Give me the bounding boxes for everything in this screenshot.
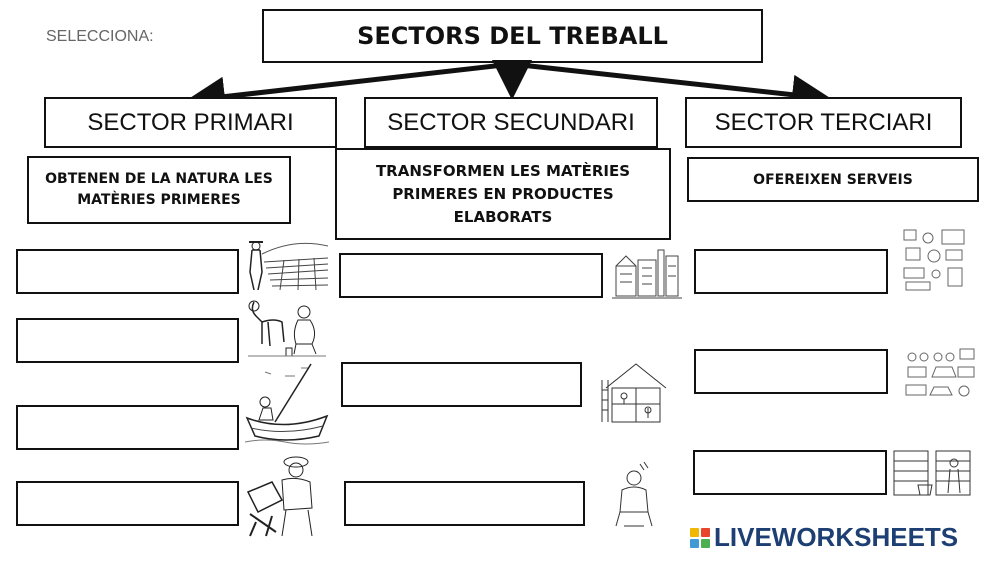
arrow-terciari [512, 64, 822, 98]
answer-box-primari-2[interactable] [16, 318, 239, 363]
answer-box-terciari-3[interactable] [693, 450, 887, 495]
factory-icon [612, 246, 682, 302]
answer-box-secundari-1[interactable] [339, 253, 603, 298]
sector-terciari-description: OFEREIXEN SERVEIS [687, 157, 979, 202]
sector-primari-box: SECTOR PRIMARI [44, 97, 337, 148]
answer-box-primari-3[interactable] [16, 405, 239, 450]
sector-primari-description: OBTENEN DE LA NATURA LES MATÈRIES PRIMER… [27, 156, 291, 224]
sector-secundari-label: SECTOR SECUNDARI [387, 109, 635, 137]
answer-box-primari-1[interactable] [16, 249, 239, 294]
construction-house-icon [600, 360, 672, 426]
services-collage-icon [900, 226, 968, 294]
arrow-primari [195, 64, 512, 100]
miner-icon [246, 452, 324, 538]
farmer-field-icon [244, 232, 328, 290]
answer-box-terciari-1[interactable] [694, 249, 888, 294]
milking-cow-icon [248, 292, 326, 358]
sector-terciari-label: SECTOR TERCIARI [715, 109, 933, 137]
supermarket-icon [892, 447, 974, 501]
answer-box-secundari-3[interactable] [344, 481, 585, 526]
sector-terciari-box: SECTOR TERCIARI [685, 97, 962, 148]
sector-secundari-box: SECTOR SECUNDARI [364, 97, 658, 148]
sector-secundari-description: TRANSFORMEN LES MATÈRIES PRIMERES EN PRO… [335, 148, 671, 240]
answer-box-primari-4[interactable] [16, 481, 239, 526]
transport-vehicles-icon [902, 345, 978, 401]
answer-box-terciari-2[interactable] [694, 349, 888, 394]
answer-box-secundari-2[interactable] [341, 362, 582, 407]
fisherman-boat-icon [245, 362, 329, 446]
artisan-icon [610, 460, 658, 530]
liveworksheets-logo: LIVEWORKSHEETS [690, 522, 958, 553]
liveworksheets-logo-text: LIVEWORKSHEETS [714, 522, 958, 553]
sector-primari-label: SECTOR PRIMARI [87, 109, 293, 137]
liveworksheets-logo-mark [690, 528, 710, 548]
